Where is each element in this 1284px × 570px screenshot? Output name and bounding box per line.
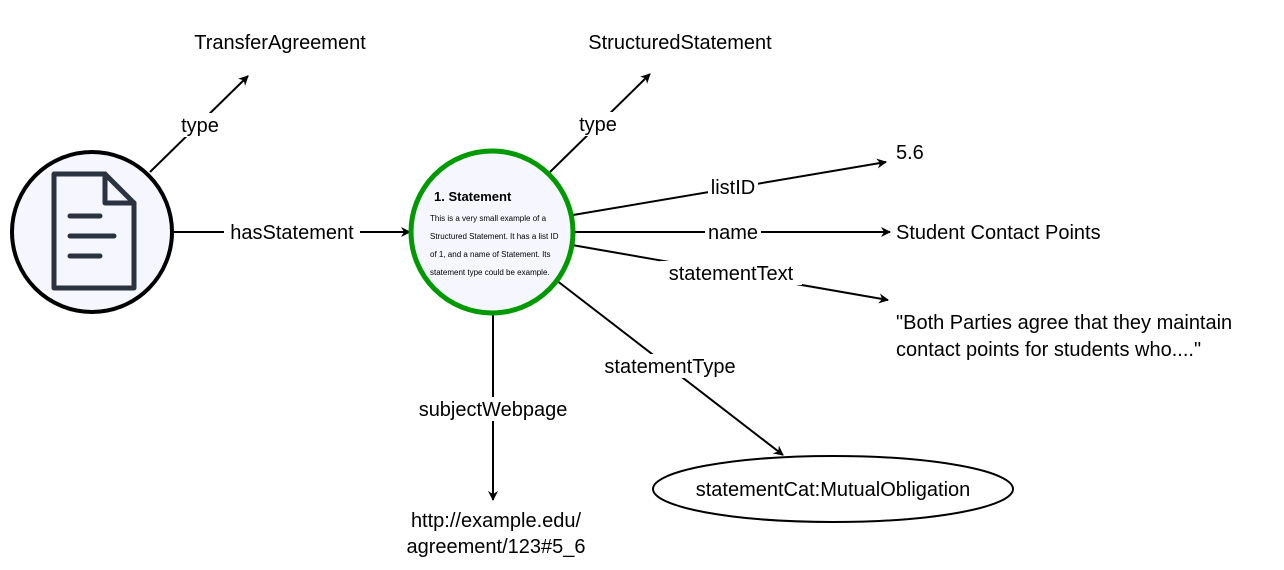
edge-label-list-id: listID — [711, 177, 755, 199]
statement-text-value: contact points for students who...." — [896, 339, 1201, 361]
edge-name: name — [575, 220, 891, 244]
edge-statement-type: statementType — [555, 279, 784, 456]
statement-category-label: statementCat:MutualObligation — [696, 479, 971, 501]
edge-label-statement-text: statementText — [669, 263, 794, 285]
name-value: Student Contact Points — [896, 222, 1101, 244]
edge-has-statement: hasStatement — [173, 220, 411, 244]
type-structured-statement: StructuredStatement — [588, 32, 772, 54]
statement-category-node[interactable]: statementCat:MutualObligation — [652, 455, 1014, 523]
edge-label-has-statement: hasStatement — [230, 222, 354, 244]
statement-description-line: This is a very small example of a — [430, 214, 547, 223]
edge-subject-webpage: subjectWebpage — [410, 313, 576, 501]
edge-type-1: type — [149, 75, 249, 173]
edge-label-type: type — [579, 114, 617, 136]
edge-type-2: type — [549, 73, 651, 173]
edge-label-statement-type: statementType — [604, 356, 735, 378]
structured-statement-node[interactable]: 1. Statement This is a very small exampl… — [408, 148, 576, 316]
edge-statement-text: statementText — [571, 244, 889, 304]
type-transfer-agreement: TransferAgreement — [194, 32, 366, 54]
statement-description-line: of 1, and a name of Statement. Its — [430, 250, 551, 259]
statement-description-line: Structured Statement. It has a list ID — [430, 232, 559, 241]
subject-webpage-url[interactable]: agreement/123#5_6 — [406, 536, 585, 558]
edge-label-name: name — [708, 222, 758, 244]
statement-text-value: "Both Parties agree that they maintain — [896, 312, 1232, 334]
subject-webpage-url[interactable]: http://example.edu/ — [411, 510, 582, 532]
edge-list-id: listID — [572, 158, 887, 216]
statement-title: 1. Statement — [434, 189, 512, 204]
edge-label-subject-webpage: subjectWebpage — [419, 399, 568, 421]
edge-label-type: type — [181, 115, 219, 137]
statement-description-line: statement type could be example. — [430, 268, 550, 277]
list-id-value: 5.6 — [896, 142, 924, 164]
transfer-agreement-node[interactable] — [10, 150, 174, 314]
document-icon — [51, 171, 137, 291]
